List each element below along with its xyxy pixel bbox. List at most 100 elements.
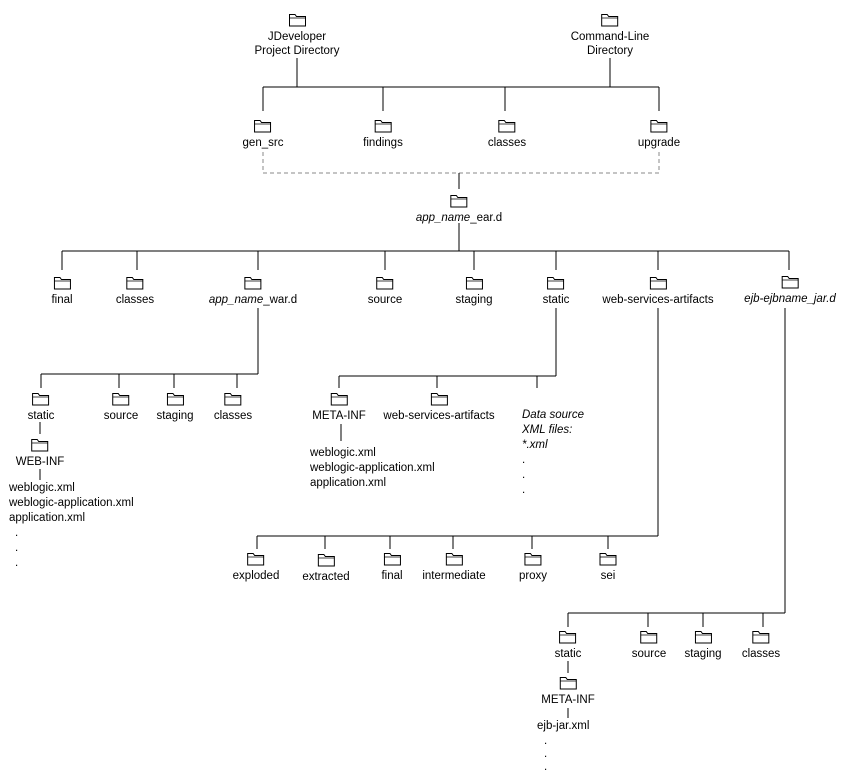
folder-icon [430,393,448,406]
folder-icon [317,554,335,567]
upgrade-folder: upgrade [638,118,680,150]
node-label: classes [487,137,527,149]
source-folder: source [367,275,403,307]
ellipsis-dot: . [522,469,526,481]
node-label: staging [156,410,194,422]
node-label: META-INF [312,410,366,422]
node-label: staging [684,648,722,660]
node-label: classes [741,648,781,660]
node-label: static [542,294,570,306]
ellipsis-dot: . [15,527,19,539]
folder-icon [53,277,71,290]
note-line: *.xml [522,439,548,451]
node-label: Directory [586,45,633,57]
sei-folder: sei [599,551,617,583]
war-classes-folder: classes [214,391,252,423]
node-label: findings [363,137,403,149]
ejb-static-folder: static [554,629,582,661]
folder-icon [244,277,262,290]
folder-icon [374,120,392,133]
file-item: weblogic.xml [9,482,75,494]
folder-icon [376,277,394,290]
node-label: META-INF [541,694,595,706]
folder-icon [498,120,516,133]
ellipsis-dot: . [544,761,548,773]
folder-icon [126,277,144,290]
ejb-staging-folder: staging [684,629,722,661]
node-label: intermediate [422,570,486,582]
war-web-inf-folder: WEB-INF [15,437,65,469]
folder-icon [650,120,668,133]
folder-icon [254,120,272,133]
node-label: WEB-INF [15,456,65,468]
file-item: application.xml [310,477,387,489]
node-label: JDeveloper [267,31,327,43]
node-label: static [27,410,55,422]
folder-icon [599,553,617,566]
folder-icon [781,276,799,289]
node-label: source [367,294,403,306]
static-meta-inf-file-list: weblogic.xml weblogic-application.xml ap… [310,446,435,491]
war-staging-folder: staging [156,391,194,423]
node-label: classes [213,410,253,422]
classes-folder: classes [488,118,526,150]
node-label: web-services-artifacts [602,294,714,306]
ejb-jar-folder: ejb-ejbname_jar.d [744,274,836,306]
folder-icon [224,393,242,406]
folder-icon [330,393,348,406]
node-label: exploded [232,570,280,582]
ejb-meta-inf-folder: META-INF [541,675,595,707]
ellipsis-dot: . [15,542,19,554]
dashed-connector [262,152,660,174]
node-label: sei [600,570,616,582]
folder-icon [547,277,565,290]
proxy-folder: proxy [519,551,547,583]
ear-name-italic: app_name [415,212,471,224]
node-label: source [103,410,139,422]
folder-icon [450,195,468,208]
note-line: XML files: [522,424,573,436]
intermediate-folder: intermediate [422,551,486,583]
folder-icon [601,14,619,27]
folder-icon [694,631,712,644]
ejb-meta-inf-file-list: ejb-jar.xml . . . [537,719,589,773]
node-label: final [51,294,73,306]
folder-icon [465,277,483,290]
command-line-directory: Command-Line Directory [570,12,650,58]
node-label: staging [455,294,493,306]
node-label: app_name_war.d [209,293,297,307]
folder-icon [383,553,401,566]
file-item: application.xml [9,512,86,524]
folder-icon [32,393,50,406]
exploded-folder: exploded [232,551,280,583]
node-label: Command-Line [570,31,650,43]
war-name-suffix: _war.d [263,294,298,306]
static-web-services-artifacts-folder: web-services-artifacts [383,391,495,423]
ejb-source-folder: source [632,629,666,661]
ellipsis-dot: . [544,748,548,760]
folder-icon [559,677,577,690]
jdeveloper-project-directory: JDeveloper Project Directory [255,12,340,58]
wsa-final-folder: final [381,551,403,583]
app-name-ear-folder: app_name_ear.d [416,193,502,225]
folder-icon [649,277,667,290]
classes-folder: classes [116,275,154,307]
folder-icon [640,631,658,644]
static-folder: static [542,275,570,307]
war-static-folder: static [27,391,55,423]
node-label: static [554,648,582,660]
folder-icon [445,553,463,566]
static-meta-inf-folder: META-INF [312,391,366,423]
node-label: final [381,570,403,582]
app-name-war-folder: app_name_war.d [209,275,297,307]
node-label: web-services-artifacts [383,410,495,422]
final-folder: final [51,275,73,307]
folder-icon [112,393,130,406]
note-line: Data source [522,409,585,421]
ellipsis-dot: . [15,557,19,569]
folder-icon [288,14,306,27]
node-label: extracted [302,571,350,583]
war-name-italic: app_name [208,294,264,306]
folder-icon [559,631,577,644]
node-label: upgrade [637,137,681,149]
